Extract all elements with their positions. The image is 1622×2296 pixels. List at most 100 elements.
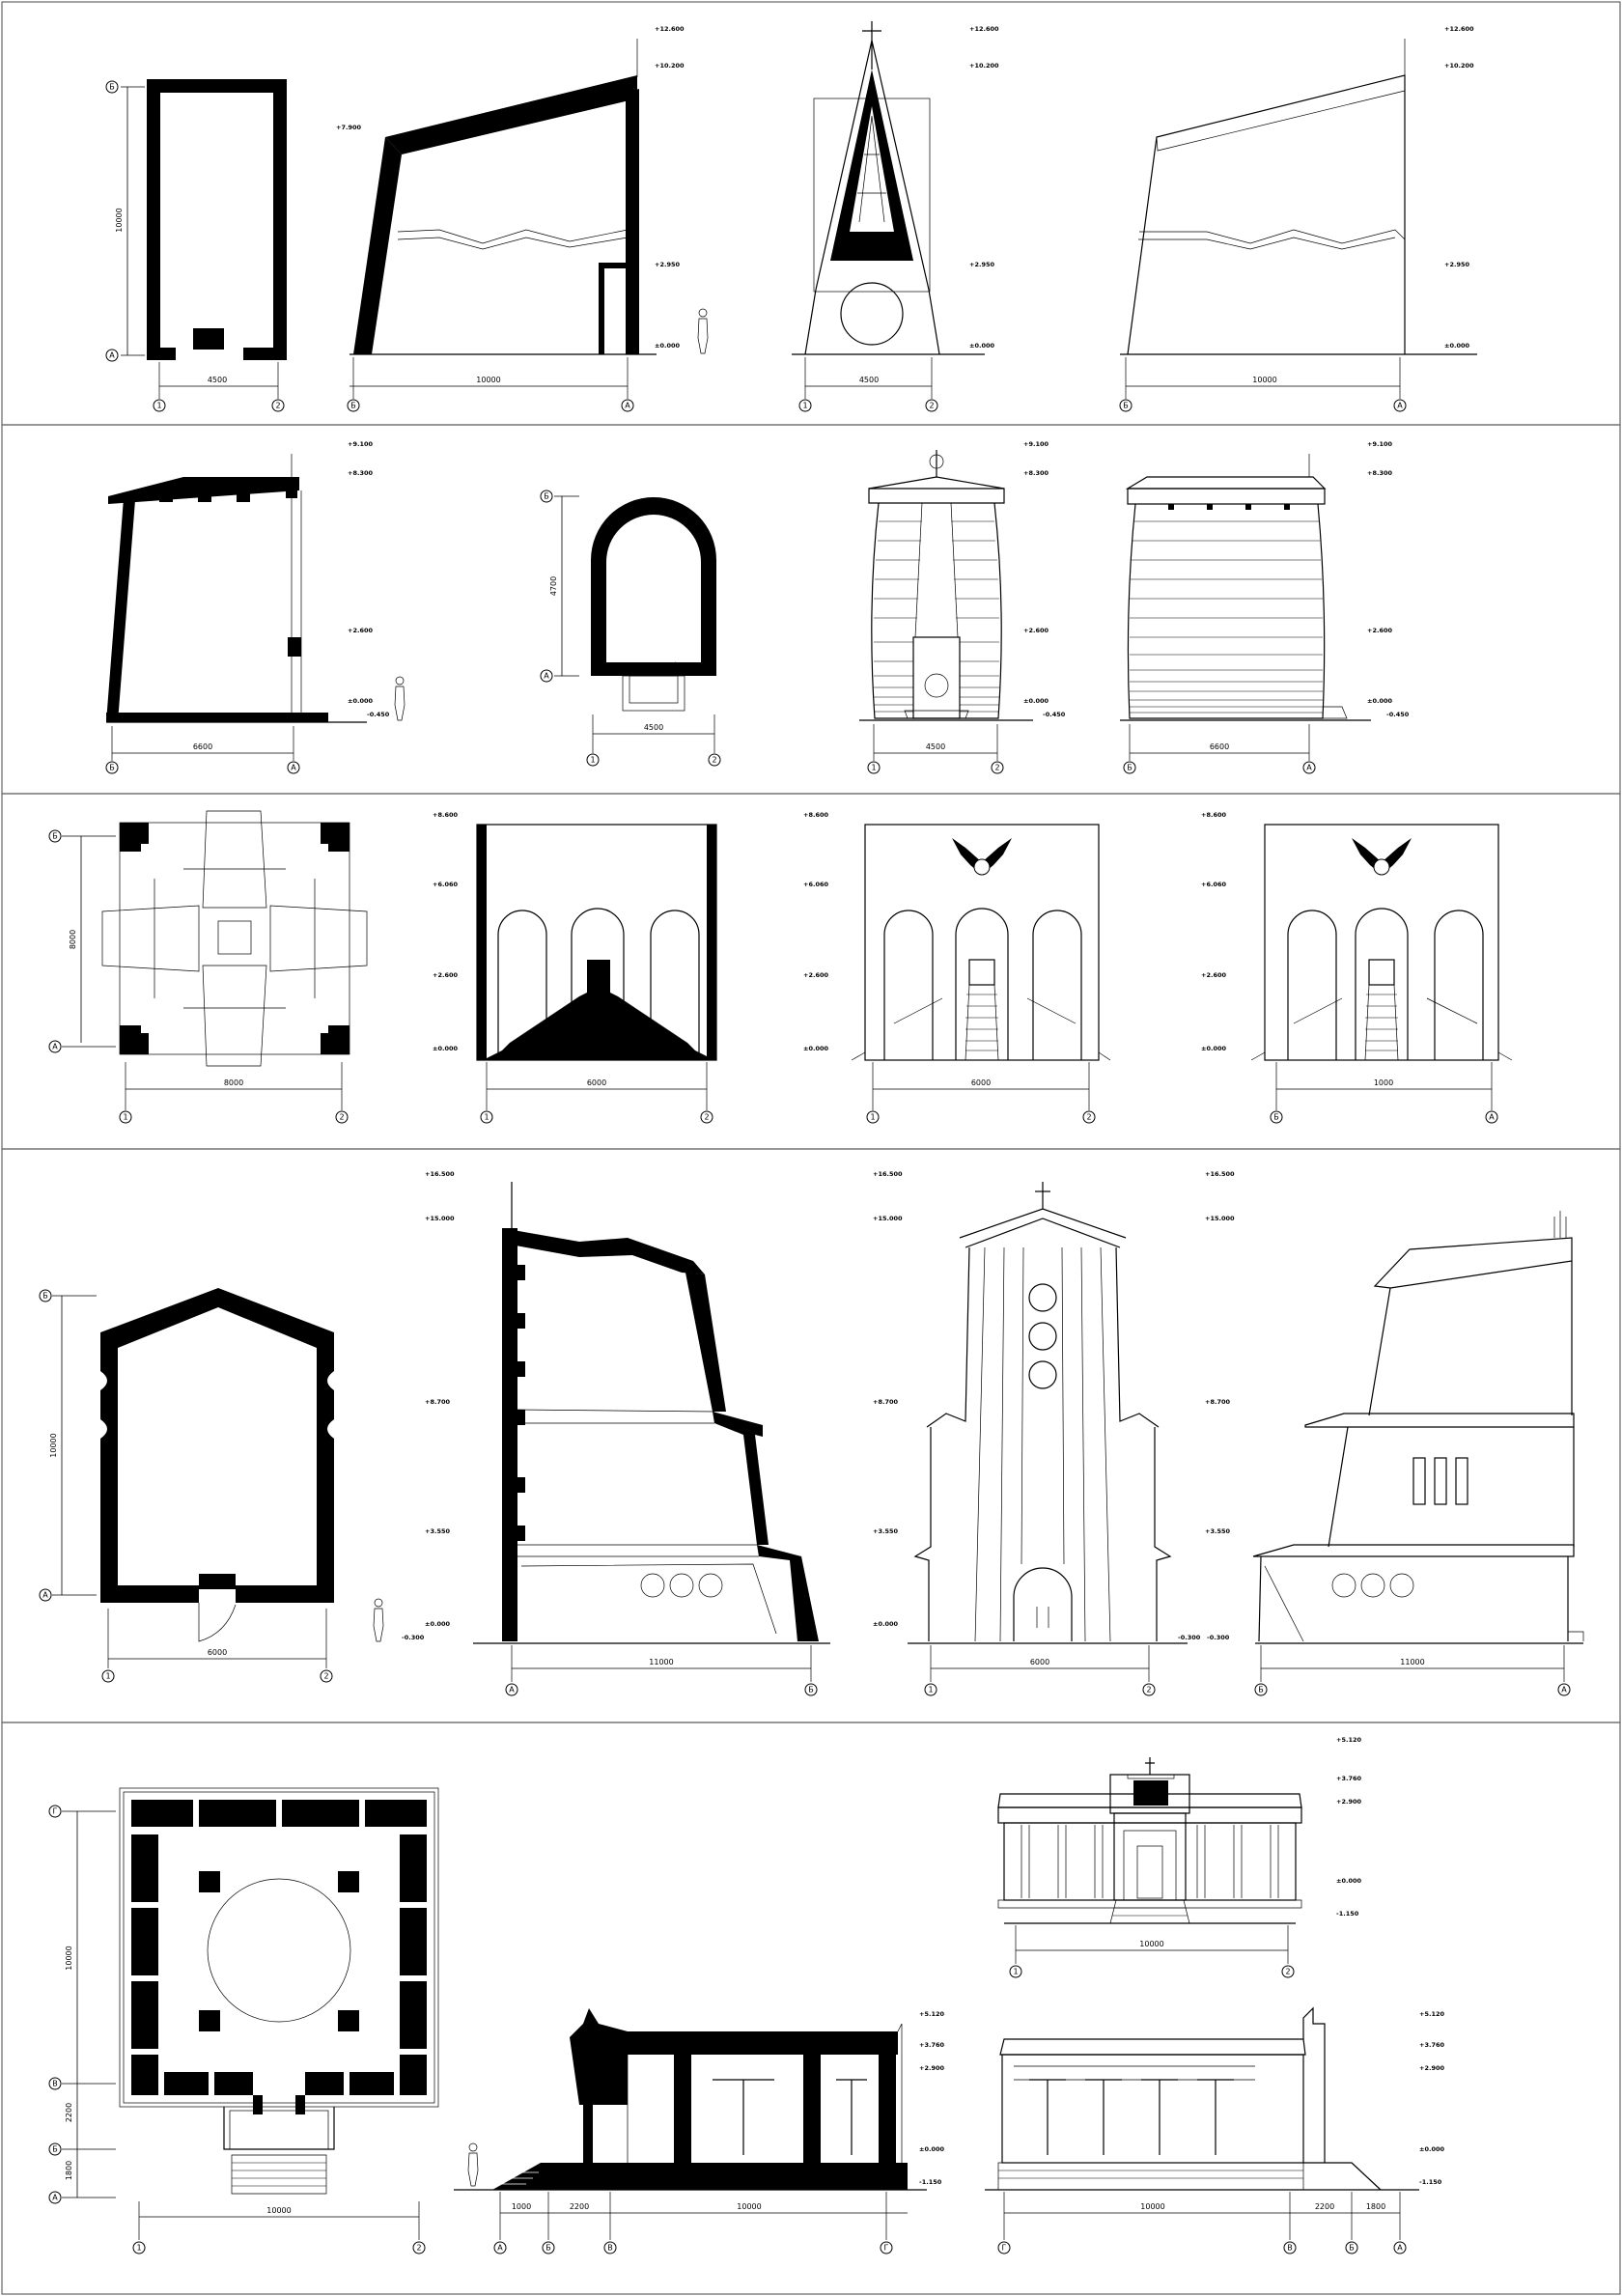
row-5-frame [1,1722,1621,2295]
angel-ornament-icon [952,838,1012,876]
section-2-dim: 6600 [193,742,212,751]
scale-figure [467,2142,479,2187]
plan-1-dim-v: 10000 [115,208,124,232]
plan-4-dim-v: 10000 [49,1433,58,1457]
level-mark: ±0.000 [1201,1045,1226,1052]
axis-label: 1 [802,402,807,410]
axis-label: А [625,402,630,410]
chapel-1-section: 10000 Б А +7.900 +12.600 +10.200 +2.950 … [336,25,709,412]
level-mark: +2.600 [433,971,458,979]
axis-label: А [1306,764,1312,772]
plan-1-dim-h: 4500 [208,376,227,384]
plan-5-dim-v3: 1800 [65,2161,73,2180]
section-5-dim-2: 2200 [570,2202,589,2211]
chapel-4-front-elevation: 6000 1 2 +16.500 +15.000 +8.700 +3.550 ±… [873,1170,1201,1696]
axis-label: Г [884,2244,889,2253]
side-4-dim: 11000 [1400,1658,1424,1666]
level-mark: -0.450 [1043,711,1066,718]
level-mark: +16.500 [425,1170,455,1178]
axis-label: 1 [156,402,161,410]
plan-2-dim-v: 4700 [549,576,558,596]
level-mark: +2.900 [1419,2064,1444,2072]
level-mark: ±0.000 [1023,697,1049,705]
level-mark: +2.600 [1367,627,1392,634]
level-mark: +15.000 [425,1215,455,1222]
level-mark: +2.900 [1336,1798,1361,1806]
axis-label: 2 [275,402,280,410]
level-mark: -0.300 [1178,1634,1201,1641]
level-mark: +6.060 [1201,881,1226,888]
level-mark: ±0.000 [425,1620,450,1628]
axis-label: 2 [994,764,999,772]
axis-label: А [497,2244,503,2253]
level-mark: ±0.000 [1419,2145,1444,2153]
chapel-2-section: 6600 Б А +9.100 +8.300 +2.600 ±0.000 -0.… [105,440,406,774]
chapel-2-plan: 4700 4500 Б А 1 2 [540,490,721,767]
section-4-dim: 11000 [649,1658,673,1666]
chapel-1-side-elevation: 10000 Б А +12.600 +10.200 +2.950 ±0.000 [1119,25,1477,412]
axis-label: 1 [928,1686,933,1694]
axis-label: Б [544,492,549,501]
level-mark: -0.300 [402,1634,425,1641]
axis-label: 1 [590,756,595,765]
level-mark: +2.600 [803,971,828,979]
section-5-dim-1: 1000 [512,2202,531,2211]
axis-label: Б [1273,1113,1279,1122]
level-mark: +6.060 [433,881,458,888]
side-2-dim: 6600 [1210,742,1229,751]
level-mark: +8.300 [348,469,373,477]
level-mark: +16.500 [873,1170,903,1178]
axis-label: Б [52,832,58,841]
level-mark: +5.120 [1336,1736,1361,1744]
axis-label: А [1397,402,1403,410]
axis-label: В [607,2244,613,2253]
chapel-4-side-elevation: 11000 Б А +16.500 +15.000 +8.700 +3.550 … [1205,1170,1584,1696]
level-mark: +2.950 [1444,261,1469,268]
axis-label: 2 [1086,1113,1091,1122]
front-5-dim: 10000 [1139,1940,1163,1948]
axis-label: 1 [123,1113,127,1122]
chapel-2-front-elevation: 4500 1 2 +9.100 +8.300 +2.600 ±0.000 -0.… [859,440,1066,774]
chapel-2-side-elevation: 6600 Б А +9.100 +8.300 +2.600 ±0.000 -0.… [1120,440,1410,774]
level-mark: +8.600 [433,811,458,819]
axis-label: А [509,1686,515,1694]
level-mark: ±0.000 [433,1045,458,1052]
axis-label: 2 [704,1113,709,1122]
angel-ornament-icon [1352,838,1412,876]
axis-label: А [42,1591,48,1600]
axis-label: 2 [339,1113,344,1122]
axis-label: А [291,764,296,772]
plan-5-dim-v2: 2200 [65,2103,73,2122]
level-mark: +3.550 [425,1527,450,1535]
axis-label: А [52,1043,58,1051]
axis-label: Г [1002,2244,1007,2253]
row-1-frame [1,1,1621,426]
level-mark: +5.120 [919,2010,944,2018]
plan-3-dim-v: 8000 [69,930,77,949]
level-mark: +9.100 [1367,440,1392,448]
row-2: 6600 Б А +9.100 +8.300 +2.600 ±0.000 -0.… [105,440,1410,774]
axis-label: Б [1123,402,1129,410]
level-mark: +3.760 [919,2041,944,2049]
level-mark: ±0.000 [919,2145,944,2153]
level-mark: ±0.000 [348,697,373,705]
chapel-3-side-elevation: 1000 Б А +8.600 +6.060 +2.600 ±0.000 [1201,811,1513,1124]
level-mark: +15.000 [1205,1215,1235,1222]
section-3-dim: 6000 [587,1078,606,1087]
level-mark: +2.900 [919,2064,944,2072]
front-2-dim: 4500 [926,742,945,751]
axis-label: 1 [105,1672,110,1681]
side-1-dim: 10000 [1252,376,1276,384]
axis-label: Б [545,2244,551,2253]
axis-label: Б [109,764,115,772]
side-5-dim-1: 10000 [1140,2202,1164,2211]
level-mark: +9.100 [348,440,373,448]
level-mark: ±0.000 [1444,342,1469,350]
level-mark: +3.550 [1205,1527,1230,1535]
chapel-4-section: 11000 А Б +16.500 +15.000 +8.700 +3.550 … [373,1170,830,1696]
level-mark: +8.700 [425,1398,450,1406]
chapel-3-section: 6000 1 2 +8.600 +6.060 +2.600 ±0.000 [433,811,717,1124]
side-3-dim: 1000 [1374,1078,1393,1087]
axis-label: Б [1349,2244,1355,2253]
